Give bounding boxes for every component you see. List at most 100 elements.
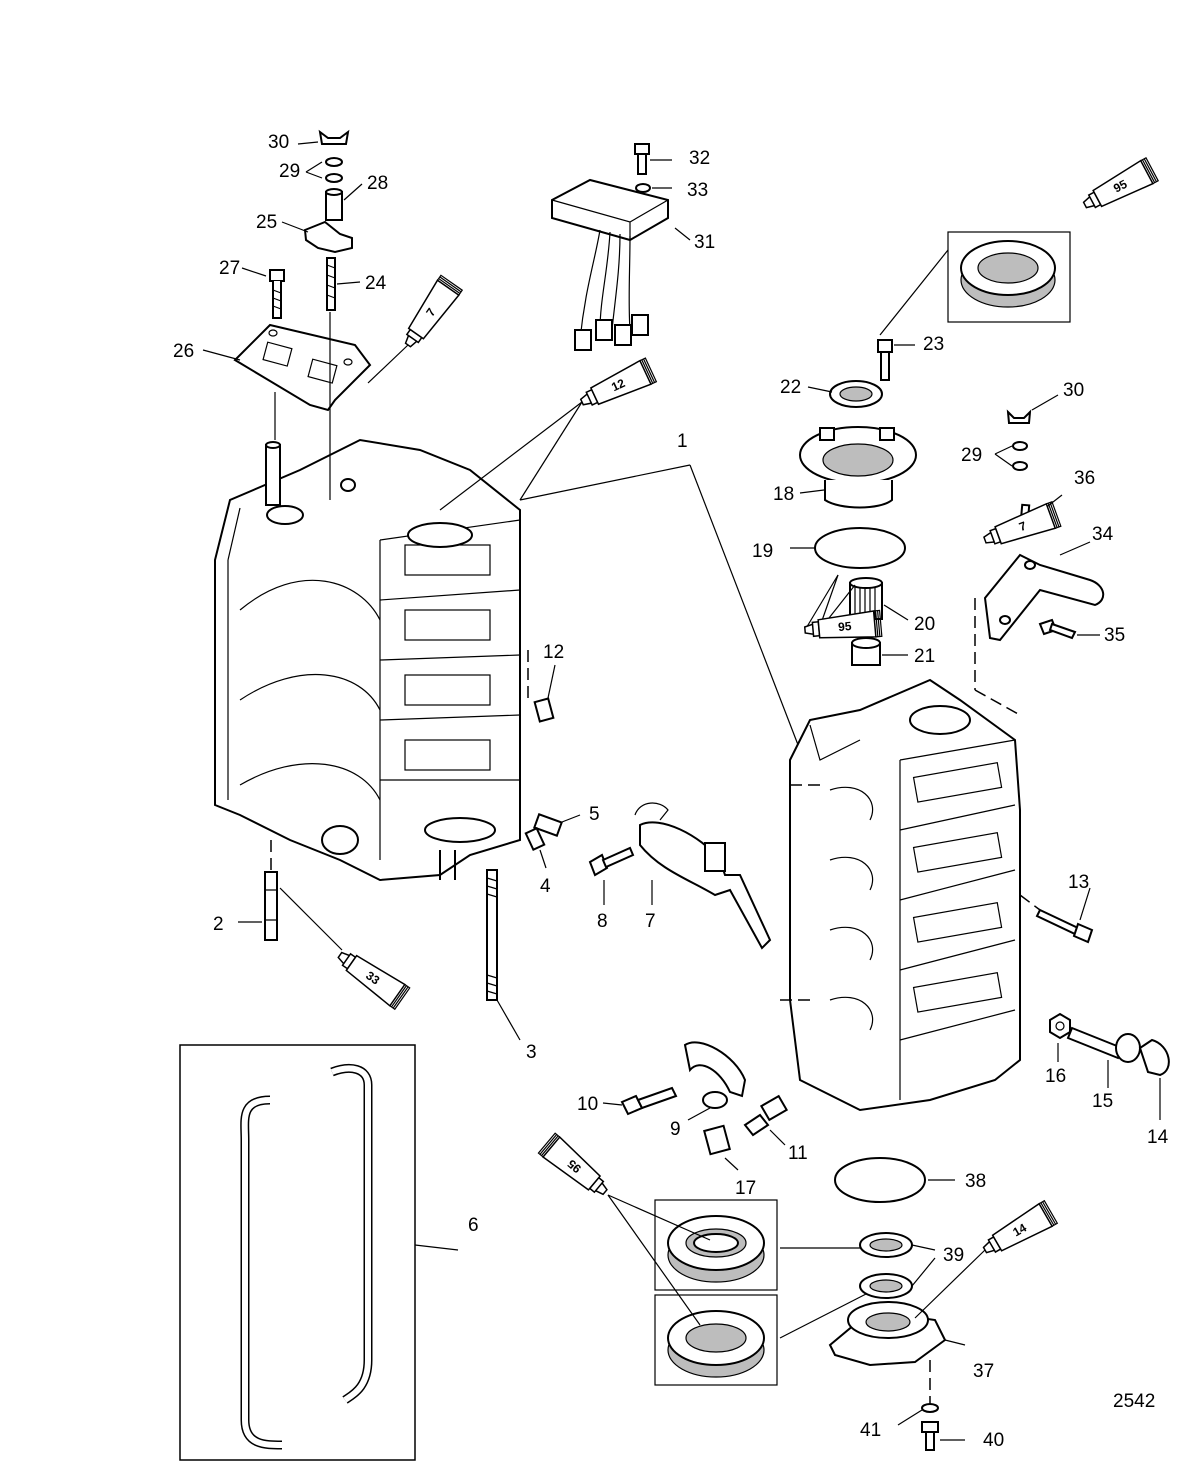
callout-27: 27 [219,258,240,279]
sealant-tube-t95a: 95 [1082,157,1160,209]
dowel-12-part [533,697,555,723]
bolt-32-part [634,143,650,175]
seal-housing-37-part [828,1301,947,1367]
callout-41: 41 [860,1420,881,1441]
cylinder-block-part [789,678,1021,1112]
sealant-leader-line [439,401,583,511]
callout-16: 16 [1045,1066,1066,1087]
bolt-23-part [877,339,893,381]
seal-inset-lower-box [654,1294,778,1386]
bolt-10-part [620,1086,678,1116]
sealant-tube-t95c: 95 [537,1132,608,1196]
callout-40: 40 [983,1430,1004,1451]
wingnut-30b-part [1006,409,1032,424]
seal-inset-upper-box [654,1199,778,1291]
clamp-9-part [683,1041,747,1109]
bracket-34-part [983,553,1105,642]
callout-4: 4 [540,876,551,897]
callout-21: 21 [914,646,935,667]
mounting-plate-part [233,323,372,412]
callout-9: 9 [670,1119,681,1140]
stud-3-part [486,869,498,1001]
seal-39a-part [859,1232,913,1258]
callout-37: 37 [973,1361,994,1382]
washer-29d-part [1012,461,1028,471]
sealant-leader-line [367,344,409,384]
bolt-40-part [921,1421,939,1451]
callout-2: 2 [213,914,224,935]
dowel-4-part [524,826,546,852]
washer-33-part [635,183,651,193]
sealant-tube-t12: 12 [579,357,658,406]
bracket-7-part [634,802,772,950]
cap-14-part [1138,1038,1170,1077]
callout-32: 32 [689,148,710,169]
callout-29a: 29 [279,161,300,182]
hose-kit-box-6 [179,1044,416,1461]
sealant-tube-label: 14 [1010,1220,1029,1239]
callout-28: 28 [367,173,388,194]
sealant-leader-line [519,401,583,501]
fitting-11-part [743,1094,789,1137]
callout-38: 38 [965,1171,986,1192]
callout-10: 10 [577,1094,598,1115]
sealant-tube-t7b: 7 [983,501,1062,545]
callout-15: 15 [1092,1091,1113,1112]
bolt-27-part [269,269,285,319]
wingnut-30a-part [318,129,350,145]
callout-12: 12 [543,642,564,663]
callout-17: 17 [735,1178,756,1199]
callout-26: 26 [173,341,194,362]
o-ring-38-part [834,1157,926,1203]
sealant-tube-label: 7 [1017,518,1028,534]
stud-24-part [326,257,336,311]
stud-2-part [264,871,278,941]
dowel-5-part [533,813,563,837]
callout-22: 22 [780,377,801,398]
fitting-17-part [703,1124,731,1156]
o-ring-19-part [814,527,906,569]
callout-5: 5 [589,804,600,825]
callout-30b: 30 [1063,380,1084,401]
sealant-tube-label: 12 [609,376,627,394]
clamp-25-part [303,220,353,254]
callout-20: 20 [914,614,935,635]
washer-29c-part [1012,441,1028,451]
callout-25: 25 [256,212,277,233]
seal-inset-box [947,231,1071,323]
callout-23: 23 [923,334,944,355]
spacer-28-part [325,188,343,221]
bolt-35-part [1038,618,1077,640]
callout-33: 33 [687,180,708,201]
bushing-21-part [851,637,881,666]
drawing-number: 2542 [1113,1391,1155,1412]
callout-1: 1 [677,431,688,452]
callout-labels: 1 2 3 4 5 6 7 8 9 10 11 12 13 14 15 16 1… [173,132,1169,1451]
callout-11: 11 [788,1143,808,1164]
switchbox-31-part [551,178,669,351]
sealant-tube-t7a: 7 [404,274,464,348]
callout-39: 39 [943,1245,964,1266]
callout-19: 19 [752,541,773,562]
sealant-tube-t95b: 95 [803,609,883,639]
callout-24: 24 [365,273,387,294]
callout-3: 3 [526,1042,537,1063]
callout-14: 14 [1147,1127,1169,1148]
bolt-8-part [588,846,635,877]
callout-31: 31 [694,232,715,253]
callout-13: 13 [1068,872,1089,893]
crankcase-cover-part [214,438,521,882]
sealant-tube-t33: 33 [337,951,411,1011]
callout-18: 18 [773,484,794,505]
callout-35: 35 [1104,625,1125,646]
callout-34: 34 [1092,524,1114,545]
sealant-tube-label: 95 [838,619,853,634]
bearing-housing-18-part [799,426,917,509]
sealant-leader-line [804,574,839,631]
callout-8: 8 [597,911,608,932]
bolt-15-part [1066,1026,1141,1063]
washer-29a-part [325,157,343,167]
sealant-tube-t14: 14 [982,1199,1059,1254]
sealant-tube-label: 95 [1111,177,1130,196]
